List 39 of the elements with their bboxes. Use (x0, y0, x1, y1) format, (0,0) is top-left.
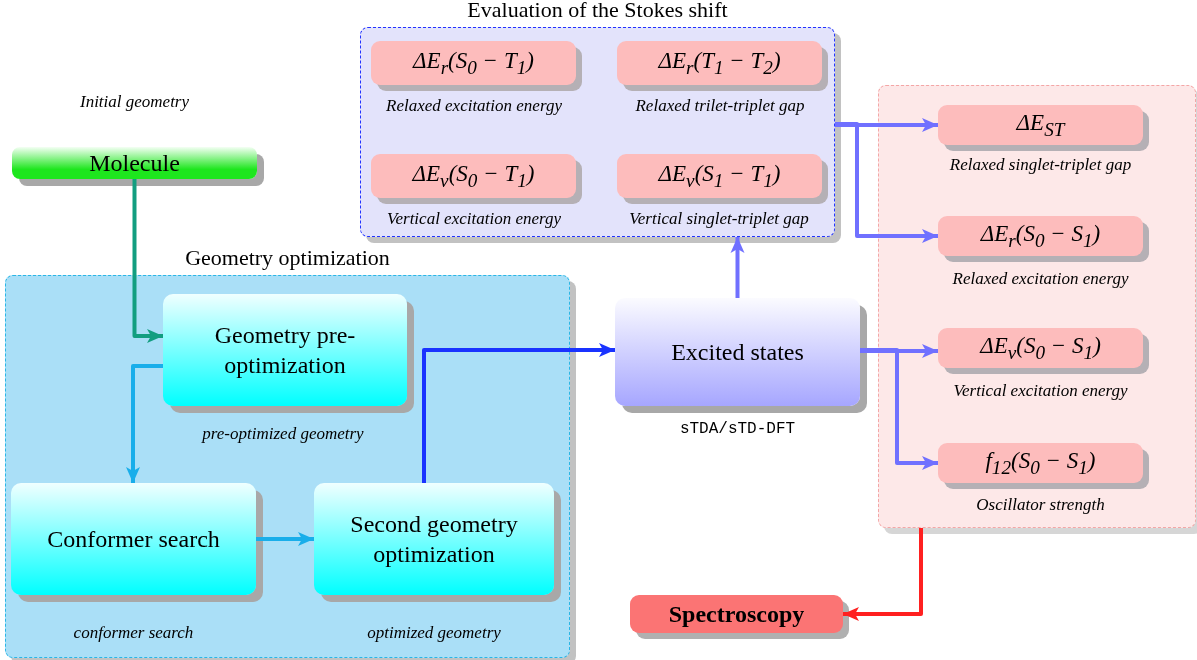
node-label: ΔE$_{r}$(S$_{0}$ − T$_{1}$) (413, 47, 534, 79)
node-caption: Oscillator strength (975, 495, 1106, 515)
node-caption: Vertical singlet-triplet gap (628, 209, 810, 229)
arrow (835, 118, 938, 132)
node-caption: Relaxed trilet-triplet gap (634, 96, 806, 116)
arrow (860, 344, 938, 358)
node-caption: Initial geometry (78, 92, 191, 112)
node-label: Spectroscopy (668, 600, 805, 628)
node-caption: optimized geometry (366, 623, 502, 643)
arrow (422, 343, 615, 483)
node-label: Geometry pre-optimization (213, 321, 357, 380)
node-caption: Vertical excitation energy (386, 209, 562, 229)
node-label: Second geometry optimization (349, 510, 519, 569)
node-caption: conformer search (72, 623, 195, 643)
arrow (126, 364, 163, 483)
node-label: Excited states (671, 338, 804, 367)
arrow (835, 122, 938, 243)
node-caption: Relaxed excitation energy (385, 96, 563, 116)
node-label: ΔE$_{r}$(S$_{0}$ − S$_{1}$) (980, 220, 1101, 252)
node-caption: pre-optimized geometry (200, 424, 365, 444)
node-label: f$_{12}$(S$_{0}$ − S$_{1}$) (985, 447, 1096, 479)
node-label: Molecule (89, 149, 180, 177)
node-caption: sTDA/sTD-DFT (678, 420, 797, 438)
arrow (843, 528, 923, 621)
node-label: ΔE$_{r}$(T$_{1}$ − T$_{2}$) (658, 47, 781, 79)
node-label: ΔE$_{v}$(S$_{1}$ − T$_{1}$) (658, 160, 781, 192)
node-label: ΔE$_{v}$(S$_{0}$ − T$_{1}$) (412, 160, 535, 192)
group-title: Evaluation of the Stokes shift (466, 0, 729, 23)
node-caption: Relaxed singlet-triplet gap (948, 155, 1133, 175)
node-label: ΔE$_{ST}$ (1016, 109, 1065, 141)
group-title: Geometry optimization (184, 245, 391, 271)
arrow (860, 348, 938, 470)
node-label: Conformer search (47, 525, 220, 554)
node-caption: Relaxed excitation energy (951, 269, 1130, 289)
node-caption: Vertical excitation energy (952, 381, 1129, 401)
arrow (132, 179, 163, 343)
node-label: ΔE$_{v}$(S$_{0}$ − S$_{1}$) (980, 332, 1101, 364)
arrow (730, 237, 745, 298)
arrow (256, 532, 314, 546)
